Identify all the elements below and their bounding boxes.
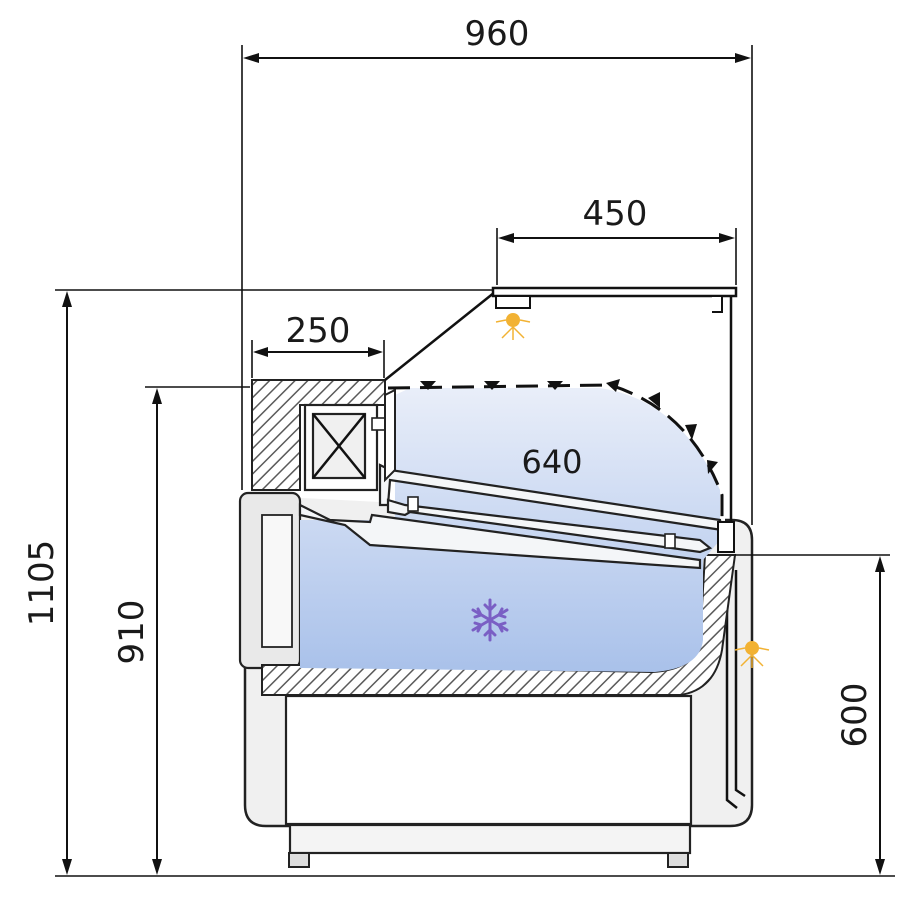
lower-tray [298, 503, 702, 570]
shelf-clip-right [664, 533, 676, 549]
airflow-arrow [547, 381, 563, 390]
rear-grille [261, 514, 293, 648]
dimension-front-height: 600 [735, 554, 890, 875]
dimension-rear-counter: 250 [251, 311, 385, 378]
airflow-arrow [420, 381, 436, 390]
upper-shelf [378, 463, 724, 532]
display-depth-label: 640 [521, 443, 582, 481]
evaporator-cross-2 [312, 413, 366, 479]
airflow-arrow [606, 379, 620, 392]
airflow-arrow [707, 460, 718, 474]
foot-left [288, 852, 310, 868]
airflow-arrow [685, 424, 697, 440]
top-shelf-bracket [712, 295, 723, 313]
top-shelf [491, 286, 738, 298]
snowflake-icon [471, 598, 509, 642]
front-door-line-1 [734, 570, 746, 798]
cold-zone [300, 388, 720, 672]
front-curved-glass [387, 383, 724, 545]
total-width-label: 960 [465, 14, 530, 54]
dimension-total-height: 1105 [22, 289, 895, 877]
dimension-counter-height: 910 [112, 386, 250, 875]
sloped-glass [384, 291, 496, 381]
top-light-icon [495, 313, 531, 340]
insulation-rear-column [251, 379, 386, 491]
front-light-icon [734, 641, 770, 668]
total-height-label: 1105 [22, 540, 62, 627]
plinth [288, 823, 692, 855]
inner-tray-panel [386, 498, 713, 554]
airflow-arrow [648, 392, 660, 408]
dimension-top-shelf: 450 [496, 194, 737, 285]
dimension-total-width: 960 [241, 14, 753, 525]
top-shelf-depth-label: 450 [583, 194, 648, 234]
shelf-bracket [371, 417, 387, 431]
top-light-housing [495, 295, 531, 309]
rear-divider [384, 388, 396, 483]
counter-height-label: 910 [112, 600, 152, 665]
front-height-label: 600 [835, 683, 875, 748]
glass-support [717, 521, 735, 553]
airflow-arrows [420, 379, 718, 474]
shelf-clip-left [407, 496, 419, 512]
foot-right [667, 852, 689, 868]
rear-counter-depth-label: 250 [286, 311, 351, 351]
front-door-line-2 [725, 575, 738, 809]
base-panel [284, 694, 693, 826]
airflow-arrow [484, 381, 500, 390]
